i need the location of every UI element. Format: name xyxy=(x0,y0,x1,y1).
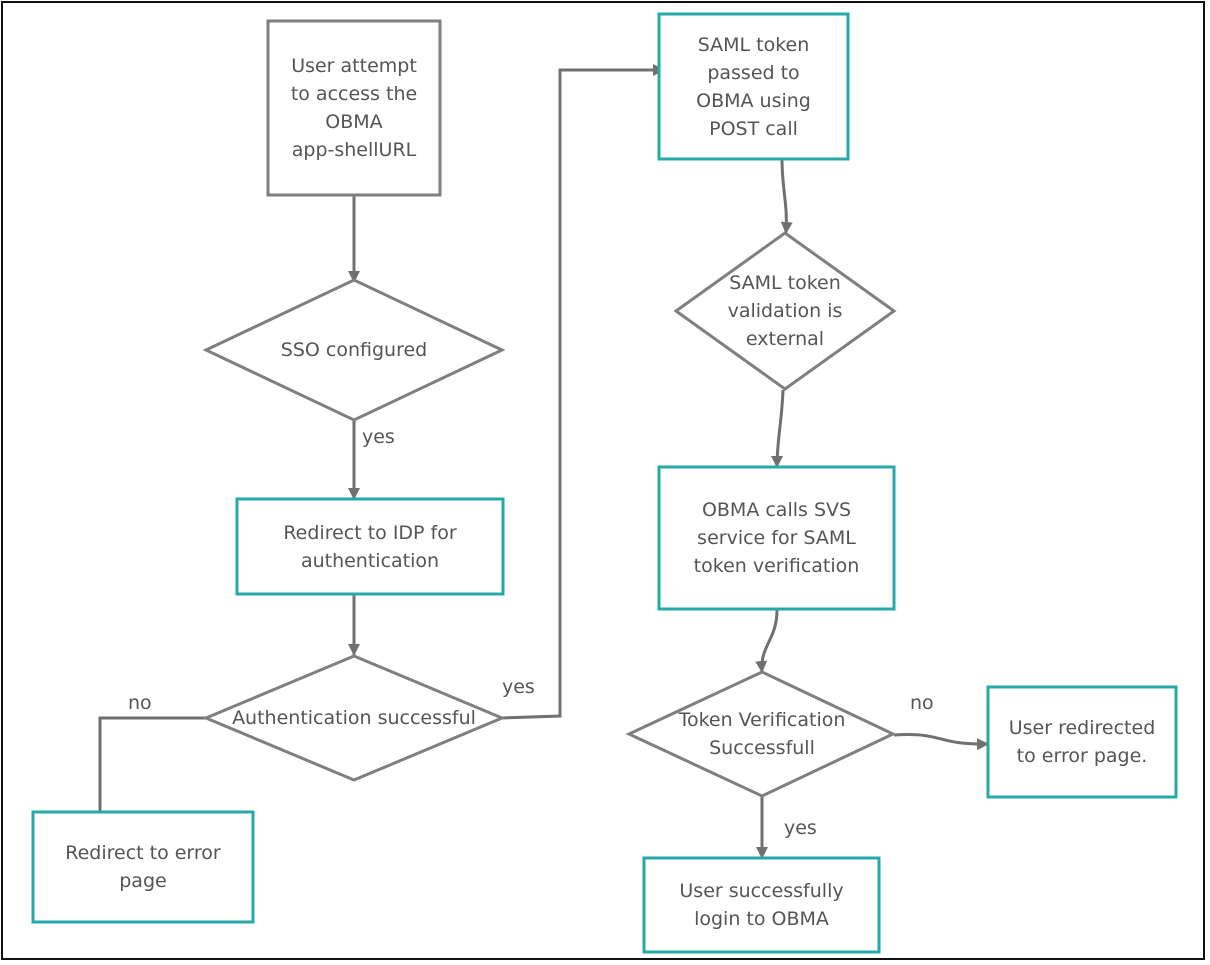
connector-validation-to-svs xyxy=(771,389,785,468)
node-svs-call xyxy=(657,465,896,611)
connector-token-no-to-error xyxy=(893,733,989,751)
node-saml-post xyxy=(657,12,850,161)
node-redirect-idp xyxy=(235,497,505,596)
edge-label-token-no: no xyxy=(910,692,934,714)
node-user-redirected-error xyxy=(986,685,1178,799)
connector-auth-no-to-error xyxy=(98,716,206,812)
node-token-verification xyxy=(625,670,897,798)
node-redirect-error xyxy=(31,810,255,924)
edge-label-auth-yes: yes xyxy=(502,676,535,698)
node-saml-validation xyxy=(673,231,897,391)
connector-saml-post-to-validation xyxy=(780,158,793,234)
node-auth-successful xyxy=(202,654,506,782)
edge-label-token-yes: yes xyxy=(784,817,817,839)
edge-label-sso-yes: yes xyxy=(362,426,395,448)
node-sso-configured xyxy=(202,278,506,422)
connector-svs-to-token-verification xyxy=(755,609,779,673)
edge-label-auth-no: no xyxy=(128,692,152,714)
node-user-attempt xyxy=(266,19,442,197)
connector-auth-yes-to-saml-post xyxy=(501,64,665,720)
node-login-success xyxy=(642,856,881,954)
